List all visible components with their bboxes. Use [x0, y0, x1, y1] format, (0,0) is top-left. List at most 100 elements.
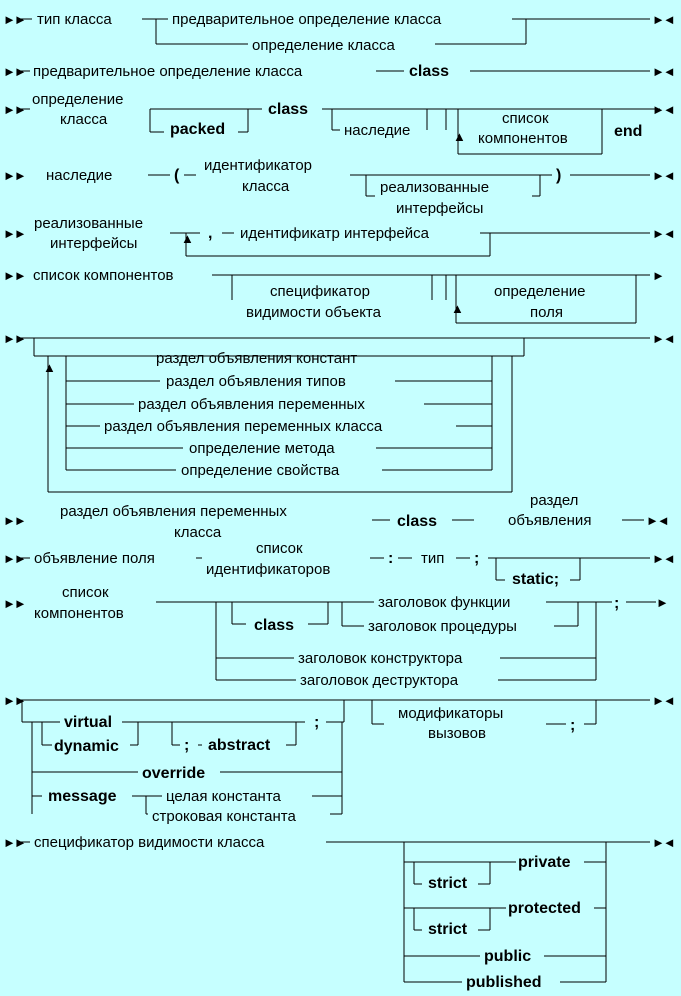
class-def-label: определение класса: [252, 37, 396, 54]
strict-keyword-2: strict: [428, 921, 468, 938]
property-def-item: определение свойства: [181, 462, 340, 479]
members-line2: компонентов: [478, 130, 568, 147]
strict-keyword-1: strict: [428, 875, 468, 892]
members-line1: список: [502, 110, 549, 127]
end-marker: ►◄: [652, 168, 674, 183]
class-keyword: class: [254, 617, 294, 634]
rule-class-var-section: ►► раздел объявления переменных класса c…: [3, 492, 670, 541]
class-keyword: class: [409, 63, 449, 80]
semicolon: ;: [474, 550, 479, 567]
end-marker: ►◄: [652, 102, 674, 117]
start-marker: ►►: [3, 226, 25, 241]
class-keyword: class: [397, 513, 437, 530]
var-section-item: раздел объявления переменных: [138, 396, 365, 413]
end-marker: ►◄: [652, 64, 674, 79]
call-mod-line1: модификаторы: [398, 705, 503, 722]
str-const-label: строковая константа: [152, 808, 296, 825]
class-type-label: тип класса: [37, 11, 112, 28]
semicolon: ;: [614, 595, 619, 612]
visibility-line2: видимости объекта: [246, 304, 382, 321]
rule-component-list: ►► список компонентов спецификатор видим…: [3, 267, 665, 324]
rule-field-decl: ►► объявление поля список идентификаторо…: [3, 540, 676, 588]
impl-line1: реализованные: [34, 215, 143, 232]
class-def-line1: определение: [32, 91, 124, 108]
end-marker: ►◄: [652, 835, 674, 850]
class-id-line1: идентификатор: [204, 157, 312, 174]
field-def-line1: определение: [494, 283, 586, 300]
rule-component-block: ►► ►◄ ▲ раздел объявления констант разде…: [3, 331, 676, 493]
public-keyword: public: [484, 948, 531, 965]
type-section-item: раздел объявления типов: [166, 373, 346, 390]
interface-id-label: идентификатр интерфейса: [240, 225, 430, 242]
const-section-item: раздел объявления констант: [156, 350, 357, 367]
id-list-line2: идентификаторов: [206, 561, 330, 578]
virtual-keyword: virtual: [64, 714, 112, 731]
rule-method-list: ►► список компонентов class заголовок фу…: [3, 584, 669, 689]
start-marker: ►►: [3, 331, 25, 346]
start-marker: ►►: [3, 168, 25, 183]
members-line2: компонентов: [34, 605, 124, 622]
rule-implemented-interfaces: ►► реализованные интерфейсы ▲ , идентифи…: [3, 215, 676, 257]
id-list-line1: список: [256, 540, 303, 557]
start-marker: ►►: [3, 551, 25, 566]
close-paren: ): [556, 167, 561, 184]
start-marker: ►►: [3, 513, 25, 528]
class-id-line2: класса: [242, 178, 290, 195]
class-var-line1: раздел объявления переменных: [60, 503, 287, 520]
start-marker: ►►: [3, 835, 25, 850]
rule-inheritance: ►► наследие ( идентификатор класса реали…: [3, 157, 676, 217]
var-section-line2: объявления: [508, 512, 591, 529]
class-visibility-label: спецификатор видимости класса: [34, 834, 265, 851]
start-marker: ►►: [3, 64, 25, 79]
end-marker: ►◄: [652, 12, 674, 27]
inheritance-label: наследие: [46, 167, 112, 184]
end-arrow: ►: [656, 595, 667, 610]
start-marker: ►►: [3, 596, 25, 611]
start-marker: ►►: [3, 12, 25, 27]
end-marker: ►◄: [652, 693, 674, 708]
type-label: тип: [421, 550, 444, 567]
var-section-line1: раздел: [530, 492, 578, 509]
rule-class-type: ►► тип класса предварительное определени…: [3, 11, 676, 54]
forward-class-def-label: предварительное определение класса: [33, 63, 303, 80]
start-marker: ►►: [3, 693, 25, 708]
class-var-line2: класса: [174, 524, 222, 541]
open-paren: (: [174, 167, 180, 184]
ctor-header-label: заголовок конструктора: [298, 650, 463, 667]
end-marker: ►◄: [646, 513, 668, 528]
visibility-line1: спецификатор: [270, 283, 370, 300]
impl-line2: интерфейсы: [396, 200, 483, 217]
end-marker: ►◄: [652, 551, 674, 566]
class-var-section-item: раздел объявления переменных класса: [104, 418, 383, 435]
semicolon-2: ;: [570, 717, 575, 734]
dynamic-keyword: dynamic: [54, 738, 119, 755]
start-marker: ►►: [3, 268, 25, 283]
method-def-item: определение метода: [189, 440, 335, 457]
rule-class-visibility: ►► спецификатор видимости класса ►◄ stri…: [3, 834, 676, 991]
start-marker: ►►: [3, 102, 25, 117]
impl-line1: реализованные: [380, 179, 489, 196]
forward-class-def-label: предварительное определение класса: [172, 11, 442, 28]
members-line1: список: [62, 584, 109, 601]
loop-arrow-up: ▲: [43, 360, 54, 375]
packed-keyword: packed: [170, 121, 225, 138]
members-label: список компонентов: [33, 267, 174, 284]
end-marker: ►◄: [652, 331, 674, 346]
inheritance-label: наследие: [344, 122, 410, 139]
loop-arrow-up: ▲: [451, 301, 462, 316]
semicolon: ;: [314, 714, 319, 731]
comma: ,: [208, 225, 212, 242]
loop-arrow-up: ▲: [453, 129, 464, 144]
impl-line2: интерфейсы: [50, 235, 137, 252]
end-marker: ►◄: [652, 226, 674, 241]
loop-arrow-up: ▲: [181, 231, 192, 246]
abstract-keyword: abstract: [208, 737, 271, 754]
func-header-label: заголовок функции: [378, 594, 510, 611]
class-keyword: class: [268, 101, 308, 118]
protected-keyword: protected: [508, 900, 581, 917]
rule-class-def: ►► определение класса packed class насле…: [3, 91, 676, 155]
dtor-header-label: заголовок деструктора: [300, 672, 459, 689]
rule-method-directives: ►► ►◄ virtual dynamic ; abstract ; overr…: [3, 693, 676, 825]
message-keyword: message: [48, 788, 117, 805]
private-keyword: private: [518, 854, 571, 871]
